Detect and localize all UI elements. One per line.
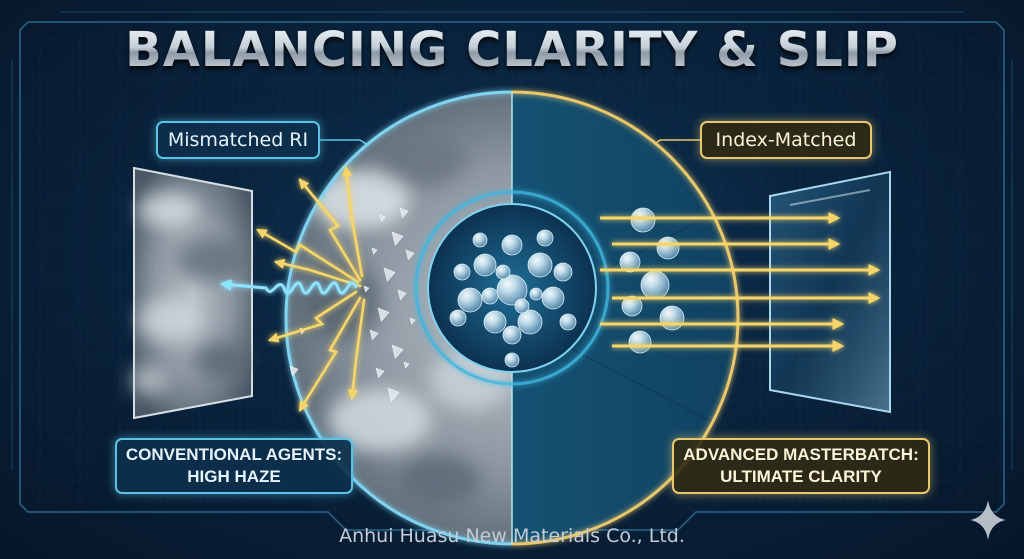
company-name: Anhui Huasu New Materials Co., Ltd. [339, 525, 685, 547]
microsphere [621, 295, 643, 317]
microsphere [553, 262, 573, 282]
glass-shard [383, 267, 396, 282]
microsphere [619, 251, 641, 273]
glass-shard [289, 365, 299, 377]
scatter-ray [298, 296, 362, 412]
sparkle-icon [970, 500, 1006, 540]
glass-shard [387, 387, 400, 402]
microsphere [517, 309, 543, 335]
scatter-ray [268, 290, 358, 343]
microsphere [659, 305, 685, 331]
microsphere [483, 310, 507, 334]
glass-shard [391, 344, 404, 359]
microsphere [529, 287, 543, 301]
label-mismatched-ri-text: Mismatched RI [167, 129, 309, 151]
microsphere [536, 229, 554, 247]
scattered-shards [289, 207, 416, 402]
label-mismatched-ri: Mismatched RI [156, 121, 320, 159]
microsphere [502, 325, 522, 345]
glass-shard [371, 247, 378, 255]
caption-advanced-masterbatch: ADVANCED MASTERBATCH: ULTIMATE CLARITY [672, 438, 930, 494]
glass-shard [409, 317, 416, 325]
label-index-matched-text: Index-Matched [715, 129, 857, 151]
microsphere [449, 309, 467, 327]
disc-rim-right [511, 90, 740, 546]
hazy-film-panel [130, 166, 253, 420]
microsphere [514, 298, 530, 314]
microsphere [481, 287, 499, 305]
microsphere [656, 236, 680, 260]
scatter-ray [256, 228, 360, 284]
glass-shard [405, 249, 415, 261]
label-index-matched: Index-Matched [700, 121, 872, 159]
core-microspheres [449, 229, 577, 368]
microsphere [472, 232, 488, 248]
glass-shard [375, 367, 385, 379]
glass-shard [397, 289, 407, 301]
glass-shard [363, 285, 370, 293]
microsphere [496, 274, 528, 306]
inner-frame [11, 11, 1013, 470]
scatter-ray [341, 165, 364, 278]
particle-core [414, 190, 610, 386]
caption-conventional-line-2: HIGH HAZE [187, 467, 281, 486]
scattered-light-rays [256, 165, 366, 412]
glass-shard [369, 329, 379, 341]
glass-shard [379, 214, 386, 222]
clear-glass-panel [769, 170, 891, 414]
microsphere [504, 352, 520, 368]
glass-shard [391, 231, 404, 246]
page-title: BALANCING CLARITY & SLIP [0, 22, 1024, 78]
microsphere [640, 270, 670, 300]
glass-shard [399, 207, 409, 219]
glass-shard [403, 361, 410, 369]
microsphere [453, 263, 471, 281]
caption-advanced-line-1: ADVANCED MASTERBATCH: [683, 445, 919, 464]
reflected-wave-ray [219, 278, 358, 295]
disc-rim-left [284, 90, 513, 546]
microsphere [495, 264, 511, 280]
outer-frame [19, 21, 1005, 531]
microsphere [541, 286, 565, 310]
microsphere [527, 252, 553, 278]
glass-shard [377, 307, 390, 322]
transmitted-light-rays [600, 212, 881, 352]
microsphere [501, 234, 523, 256]
microsphere [559, 313, 577, 331]
microsphere [630, 207, 656, 233]
microsphere [628, 330, 652, 354]
microsphere [473, 253, 497, 277]
caption-advanced-line-2: ULTIMATE CLARITY [720, 467, 882, 486]
caption-conventional-agents: CONVENTIONAL AGENTS: HIGH HAZE [115, 438, 353, 494]
scatter-ray [298, 178, 362, 282]
scatter-ray [347, 298, 366, 401]
caption-conventional-line-1: CONVENTIONAL AGENTS: [125, 445, 343, 464]
microsphere [457, 287, 483, 313]
scatter-ray [273, 258, 362, 288]
